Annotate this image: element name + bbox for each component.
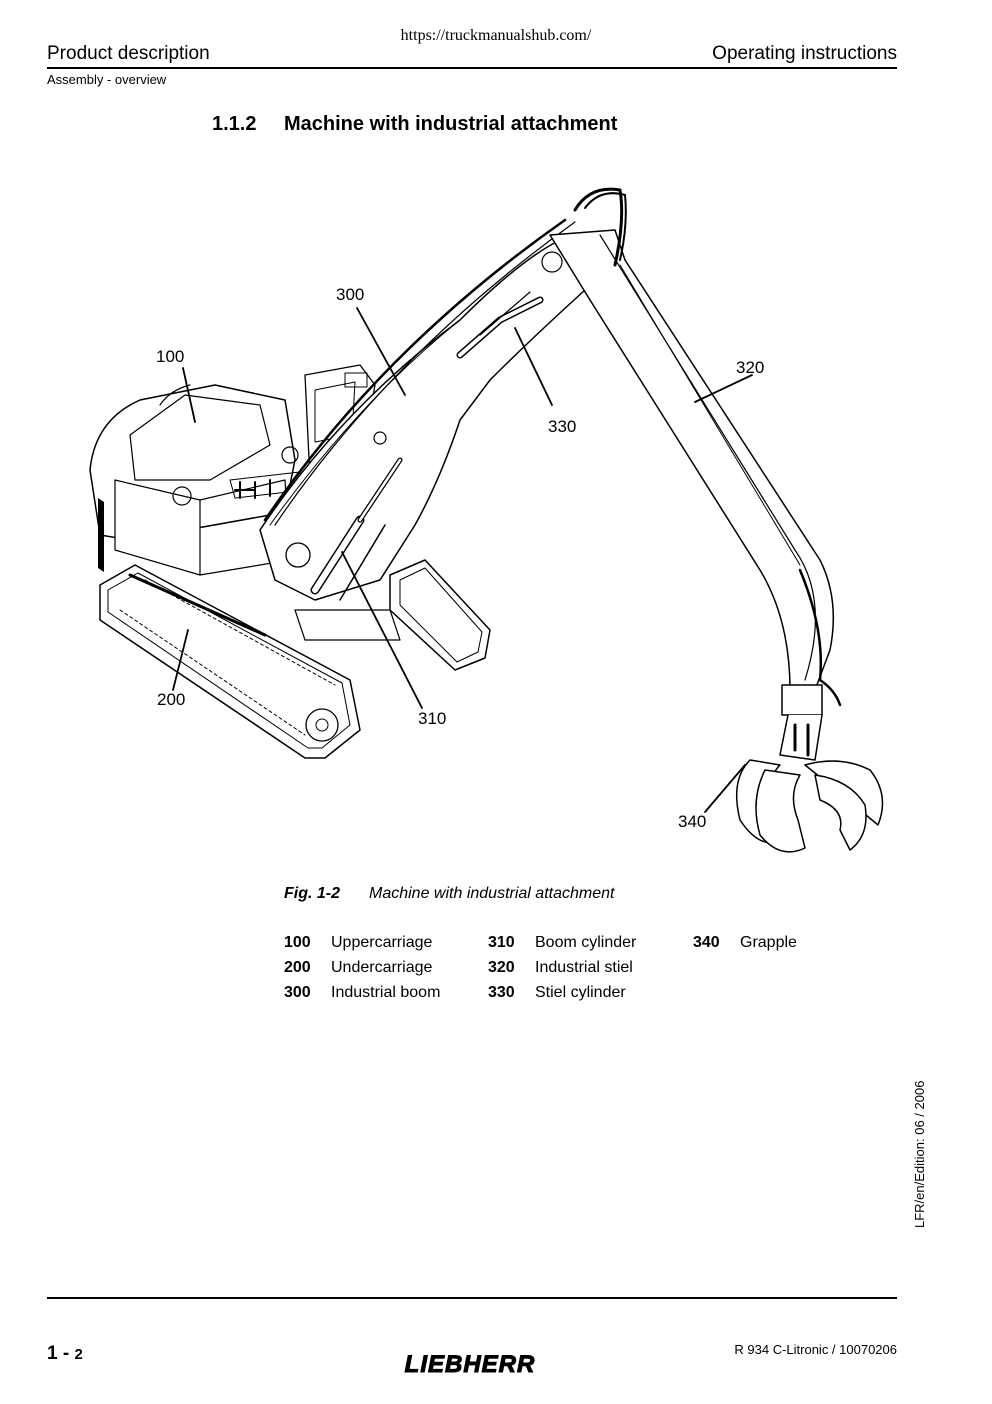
callout-leaders <box>172 307 753 813</box>
machine-illustration: 100 200 300 310 320 330 340 <box>89 187 884 853</box>
legend-row: 300 Industrial boom 330 Stiel cylinder <box>284 984 884 1009</box>
header-manual-type: Operating instructions <box>712 43 897 64</box>
legend-number: 330 <box>488 984 515 1001</box>
page-sub: 2 <box>74 1346 83 1363</box>
legend-label: Uppercarriage <box>331 934 433 951</box>
legend-label: Undercarriage <box>331 959 433 976</box>
legend-number: 300 <box>284 984 311 1001</box>
stiel-drawing <box>549 187 842 707</box>
header-subsection: Assembly - overview <box>47 72 167 87</box>
stiel-cylinder-drawing <box>456 291 544 359</box>
section-title: Machine with industrial attachment <box>284 113 618 135</box>
legend-label: Industrial stiel <box>535 959 633 976</box>
legend-label: Stiel cylinder <box>535 984 626 1001</box>
callout-330: 330 <box>548 417 576 436</box>
header-chapter: Product description <box>47 43 210 64</box>
section-number: 1.1.2 <box>212 113 257 135</box>
legend-number: 340 <box>693 934 720 951</box>
logo-text: LIEBHERR <box>405 1351 536 1376</box>
legend-label: Industrial boom <box>331 984 441 1001</box>
grapple-drawing <box>735 684 884 853</box>
figure-caption: Fig. 1-2 Machine with industrial attachme… <box>284 885 614 903</box>
legend-row: 100 Uppercarriage 310 Boom cylinder 340 … <box>284 934 884 959</box>
figure-number: Fig. 1-2 <box>284 885 341 902</box>
boom-cylinder-drawing <box>310 457 403 601</box>
legend-number: 320 <box>488 959 515 976</box>
callout-200: 200 <box>157 690 185 709</box>
legend-number: 100 <box>284 934 311 951</box>
legend-table: 100 Uppercarriage 310 Boom cylinder 340 … <box>284 934 884 1009</box>
callout-320: 320 <box>736 358 764 377</box>
legend-number: 310 <box>488 934 515 951</box>
footer-rule <box>47 1297 897 1299</box>
source-url: https://truckmanualshub.com/ <box>400 27 592 44</box>
legend-row: 200 Undercarriage 320 Industrial stiel <box>284 959 884 984</box>
header-rule <box>47 67 897 69</box>
legend-number: 200 <box>284 959 311 976</box>
figure-caption-text: Machine with industrial attachment <box>369 885 615 902</box>
page-chapter: 1 - <box>47 1343 70 1364</box>
section-heading: 1.1.2 Machine with industrial attachment <box>212 113 617 136</box>
edition-note: LFR/en/Edition: 06 / 2006 <box>912 1080 927 1228</box>
callout-100: 100 <box>156 347 184 366</box>
callout-310: 310 <box>418 709 446 728</box>
legend-label: Grapple <box>740 934 797 951</box>
legend-label: Boom cylinder <box>535 934 637 951</box>
undercarriage-drawing <box>99 559 491 759</box>
footer-model: R 934 C-Litronic / 10070206 <box>734 1342 897 1357</box>
page-number: 1 - 2 <box>47 1343 83 1365</box>
callout-300: 300 <box>336 285 364 304</box>
callout-340: 340 <box>678 812 706 831</box>
liebherr-logo: LIEBHERR <box>404 1351 536 1376</box>
